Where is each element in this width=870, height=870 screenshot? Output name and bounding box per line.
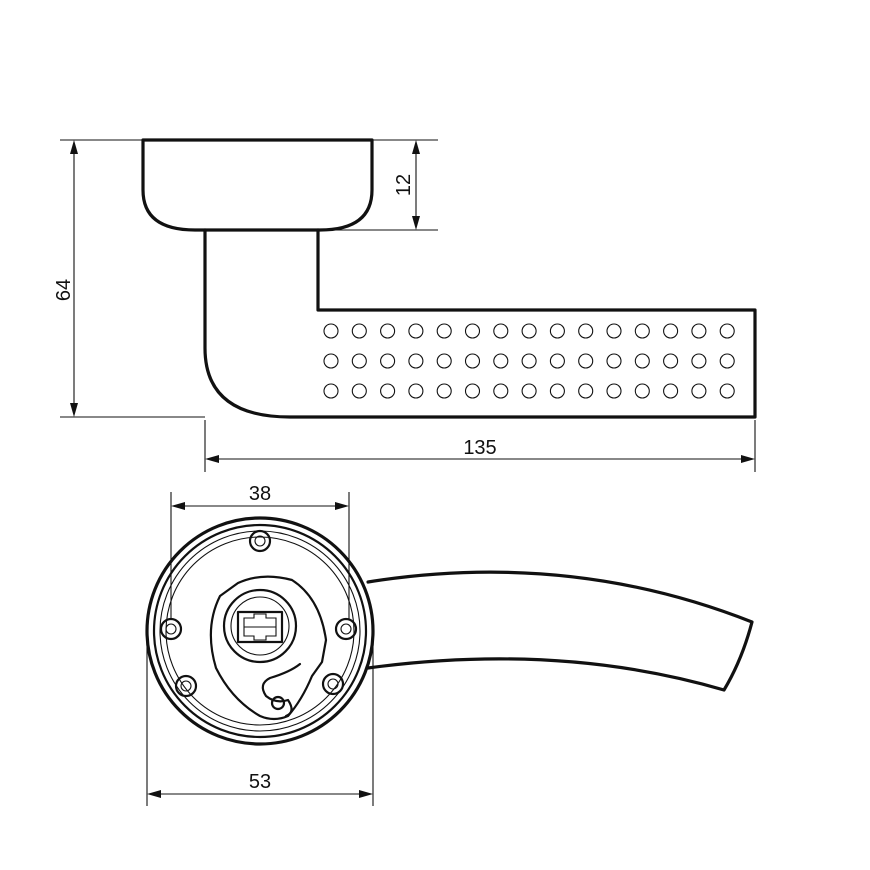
rose-ring-4 [165,536,355,726]
dimension-inner-diameter-label: 38 [249,483,271,505]
lever-dot [408,353,424,369]
lever-dot [663,323,679,339]
lever-dot [663,383,679,399]
dimension-rose-height-label: 12 [393,174,415,196]
lever-dot [436,383,452,399]
lever-dot [663,353,679,369]
lever-dot [464,323,481,339]
lever-dot [464,383,481,399]
lever-dot [323,353,339,369]
lever-dot [408,383,424,399]
front-view [145,516,754,746]
spindle-hub-inner [230,596,290,656]
dimension-inner-diameter: 38 [170,483,350,620]
rose-outer-ring [145,516,375,746]
lever-dot [436,323,452,339]
screw-hole-bottom-left [174,674,198,698]
lever-side-outline [203,228,757,419]
lever-dot [436,353,452,369]
lever-dot [549,383,565,399]
dimension-height: 64 [53,139,205,418]
dimension-height-label: 64 [53,279,75,301]
lever-dot [578,383,594,399]
lever-dot [521,323,537,339]
side-view [141,138,757,419]
lever-dot [606,353,622,369]
lever-dot [351,323,367,339]
lever-dot [380,353,396,369]
lever-dot [691,383,707,399]
lever-dot [634,323,650,339]
latch-pin [270,695,286,711]
dimension-length-label: 135 [463,437,496,459]
lever-dot [634,383,650,399]
spindle-hub-outer [222,588,298,664]
latch-spring [261,662,302,718]
lever-dot [323,323,339,339]
lever-dot [719,323,735,339]
dimension-outer-diameter-label: 53 [249,771,271,793]
rose-side-outline [141,138,374,232]
lever-dot [493,383,509,399]
lever-dot [380,323,396,339]
rose-ring-3 [159,530,361,732]
screw-hole-right [334,617,358,641]
dimension-rose-height: 12 [320,139,438,231]
lever-dot [578,323,594,339]
lever-dot [634,353,650,369]
lever-dot [606,323,622,339]
lever-dot [578,353,594,369]
screw-hole-left [159,617,183,641]
lever-dot [691,353,707,369]
lever-dot [408,323,424,339]
screw-hole-top [248,529,272,553]
lever-dot [521,353,537,369]
lever-dot [521,383,537,399]
lever-dot [493,353,509,369]
square-spindle [236,610,284,644]
lever-dot [719,383,735,399]
lever-dot [351,383,367,399]
dimension-outer-diameter: 53 [146,640,374,806]
lever-front-outline [366,570,754,692]
lever-dot [351,353,367,369]
lever-dot [323,383,339,399]
lever-dot [606,383,622,399]
rose-ring-2 [152,523,368,739]
lever-dot [464,353,481,369]
lever-dot [719,353,735,369]
lever-dot [691,323,707,339]
lever-dot-pattern [323,323,735,399]
lever-dot [549,353,565,369]
lever-dot [493,323,509,339]
screw-hole-bottom-right [321,672,345,696]
lever-dot [380,383,396,399]
lever-dot [549,323,565,339]
dimension-length: 135 [204,420,756,472]
